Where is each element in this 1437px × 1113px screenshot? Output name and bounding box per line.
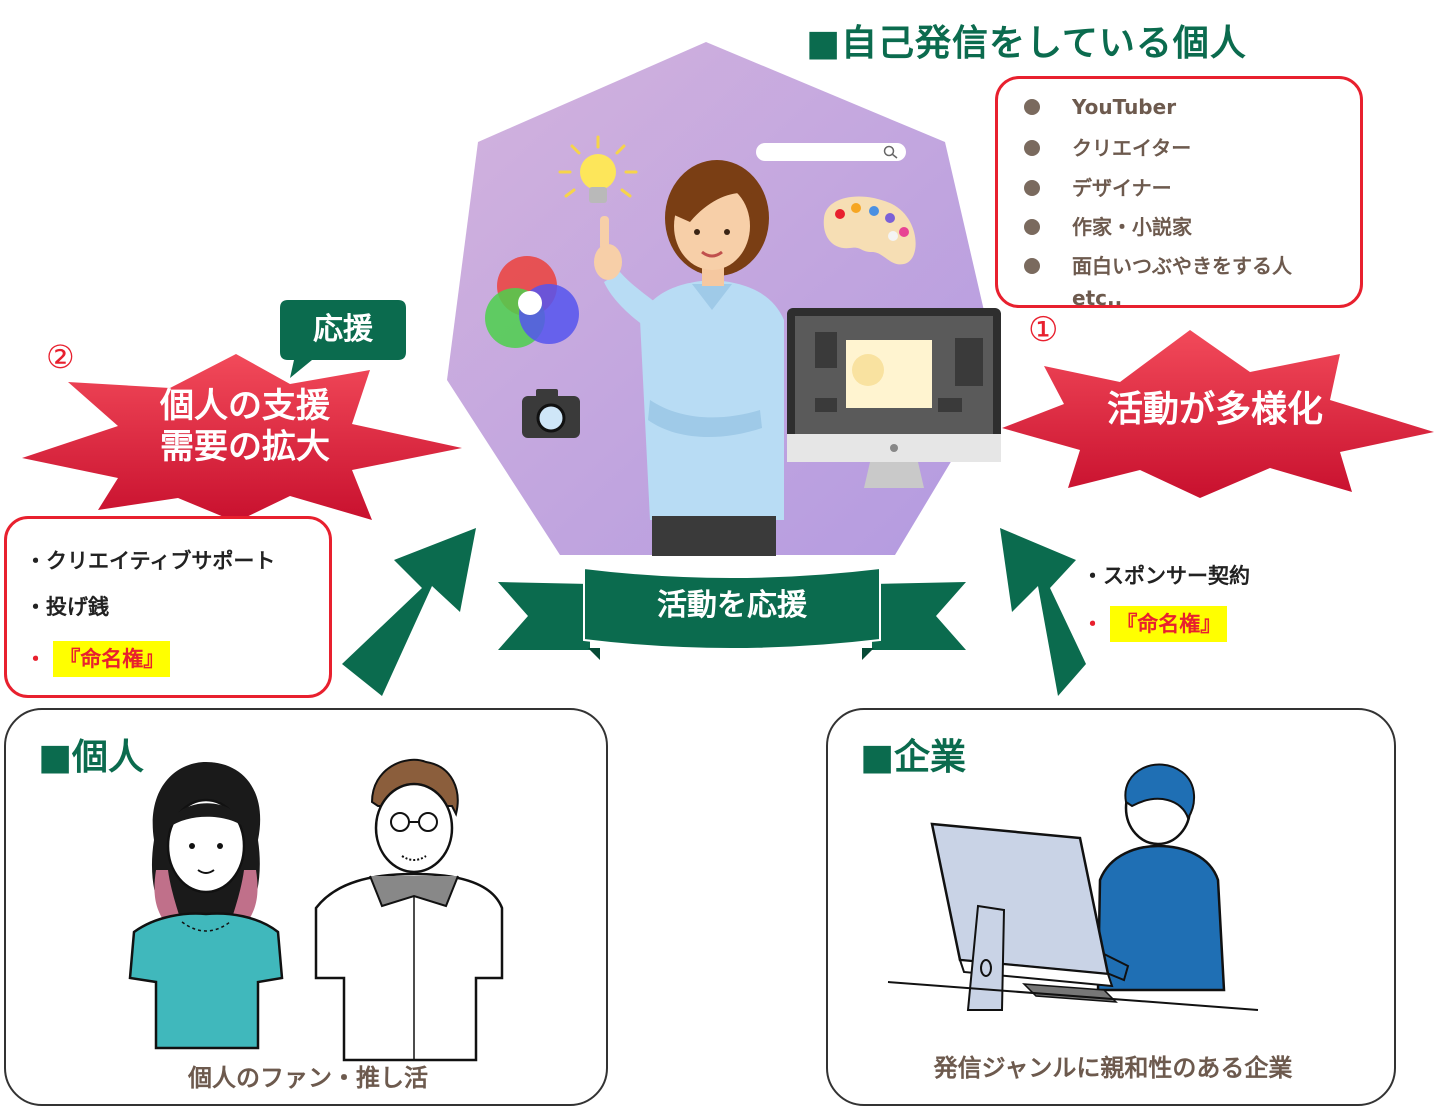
creator-types-box: YouTuber クリエイター デザイナー 作家・小説家 面白いつぶやきをする人… <box>995 76 1363 310</box>
bullet-dot <box>1024 219 1040 235</box>
palette-icon <box>823 196 916 265</box>
speech-bubble-shape <box>280 300 406 378</box>
naming-rights-highlight: 『命名権』 <box>53 641 171 677</box>
individual-title: ■個人 <box>38 737 145 778</box>
individual-support-box: ・クリエイティブサポート ・投げ銭 ・ 『命名権』 <box>4 516 332 698</box>
list-item: ・クリエイティブサポート <box>25 549 276 573</box>
color-circles-icon <box>485 256 579 348</box>
bullet-dot <box>1024 180 1040 196</box>
creator-person <box>594 160 784 556</box>
individual-box: ■個人 個人のファン・推し活 <box>4 708 608 1106</box>
camera-icon <box>522 389 580 438</box>
right-up-arrow <box>1000 528 1086 696</box>
list-item: 面白いつぶやきをする人 <box>1024 250 1292 279</box>
left-burst-label: 個人の支援 需要の拡大 <box>110 386 380 468</box>
highlight-bullet: ・ <box>1082 612 1103 636</box>
naming-rights-highlight: 『命名権』 <box>1110 606 1228 642</box>
bullet-dot <box>1024 140 1040 156</box>
company-caption: 発信ジャンルに親和性のある企業 <box>933 1054 1293 1082</box>
marker-one: ① <box>1028 310 1059 350</box>
woman-figure <box>128 762 284 1050</box>
left-burst-line2: 需要の拡大 <box>160 426 330 467</box>
lightbulb-icon <box>558 135 638 203</box>
company-box: ■企業 発信ジャンルに親和性のある企業 <box>826 708 1396 1106</box>
company-illustration <box>887 763 1259 1011</box>
bullet-dot <box>1024 99 1040 115</box>
speech-bubble-label: 応援 <box>313 312 373 347</box>
desktop-monitor-figure <box>930 822 1118 1011</box>
list-item: デザイナー <box>1024 172 1172 201</box>
list-item: ・ 『命名権』 <box>25 641 171 677</box>
highlight-bullet: ・ <box>25 647 46 671</box>
left-burst-shape <box>22 354 462 522</box>
center-ribbon <box>498 566 966 660</box>
list-item: ・投げ銭 <box>25 595 109 619</box>
list-item: クリエイター <box>1024 132 1191 161</box>
man-figure <box>314 758 504 1062</box>
top-group-title: ■自己発信をしている個人 <box>806 23 1247 64</box>
individual-caption: 個人のファン・推し活 <box>188 1064 428 1092</box>
left-burst-line1: 個人の支援 <box>160 386 330 426</box>
list-item: ・スポンサー契約 <box>1082 564 1250 588</box>
right-burst-label: 活動が多様化 <box>1106 389 1323 430</box>
left-up-arrow <box>342 528 476 696</box>
monitor-icon <box>787 308 1001 488</box>
marker-two: ② <box>46 338 75 376</box>
company-title: ■企業 <box>860 737 967 778</box>
center-banner-label: 活動を応援 <box>657 588 807 623</box>
bullet-dot <box>1024 258 1040 274</box>
etc-label: etc.. <box>1072 286 1123 310</box>
fans-illustration <box>128 758 504 1062</box>
creator-types-list: YouTuber クリエイター デザイナー 作家・小説家 面白いつぶやきをする人… <box>1024 95 1354 310</box>
list-item: YouTuber <box>1024 95 1176 119</box>
list-item: 作家・小説家 <box>1024 211 1192 240</box>
list-item: ・ 『命名権』 <box>1082 606 1228 642</box>
right-burst-shape <box>1002 330 1434 498</box>
search-bar-graphic <box>756 143 906 161</box>
